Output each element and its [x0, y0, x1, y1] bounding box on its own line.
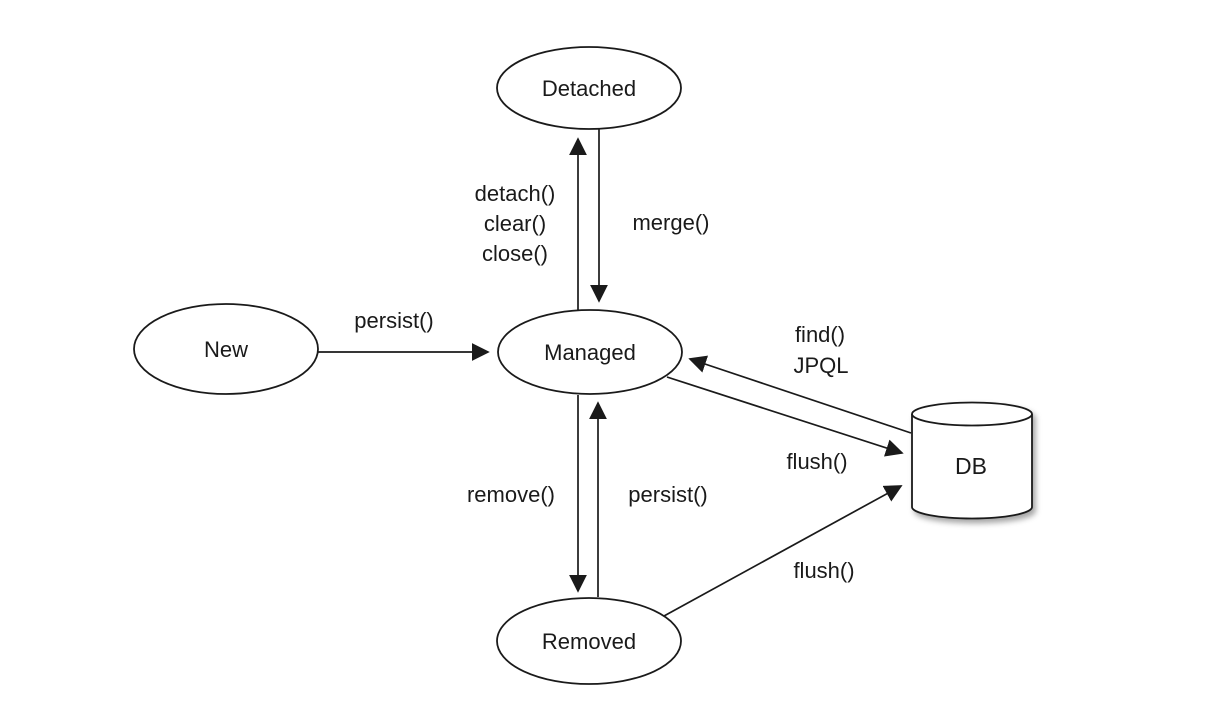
edge-label-jpql: JPQL	[793, 353, 848, 378]
state-managed-ellipse	[497, 309, 683, 395]
nodes-layer	[133, 46, 1033, 685]
state-detached-ellipse	[496, 46, 682, 130]
database-cylinder-top	[911, 401, 1033, 427]
edge-db-to-managed	[688, 355, 912, 434]
edge-label-flush-managed: flush()	[786, 449, 847, 474]
database-label: DB	[955, 453, 987, 479]
edge-label-find: find()	[795, 322, 845, 347]
database-cylinder-icon	[911, 401, 1033, 520]
edge-label-persist-removed: persist()	[628, 482, 707, 507]
state-detached-label: Detached	[542, 76, 636, 101]
edge-removed-to-db	[663, 485, 903, 617]
edge-label-flush-removed: flush()	[793, 558, 854, 583]
state-removed-label: Removed	[542, 629, 636, 654]
state-new-ellipse	[133, 303, 319, 395]
edges-layer	[318, 127, 912, 617]
edge-label-detach: detach()	[475, 181, 556, 206]
edge-label-persist-new: persist()	[354, 308, 433, 333]
edge-label-remove: remove()	[467, 482, 555, 507]
edge-label-clear: clear()	[484, 211, 546, 236]
state-removed-ellipse	[496, 597, 682, 685]
state-managed-label: Managed	[544, 340, 636, 365]
state-new-label: New	[204, 337, 248, 362]
edge-label-close: close()	[482, 241, 548, 266]
edge-managed-to-db	[666, 376, 904, 457]
edge-label-merge: merge()	[632, 210, 709, 235]
database-cylinder-body	[911, 414, 1033, 520]
labels-layer: New Detached Managed Removed DB persist(…	[204, 76, 987, 654]
